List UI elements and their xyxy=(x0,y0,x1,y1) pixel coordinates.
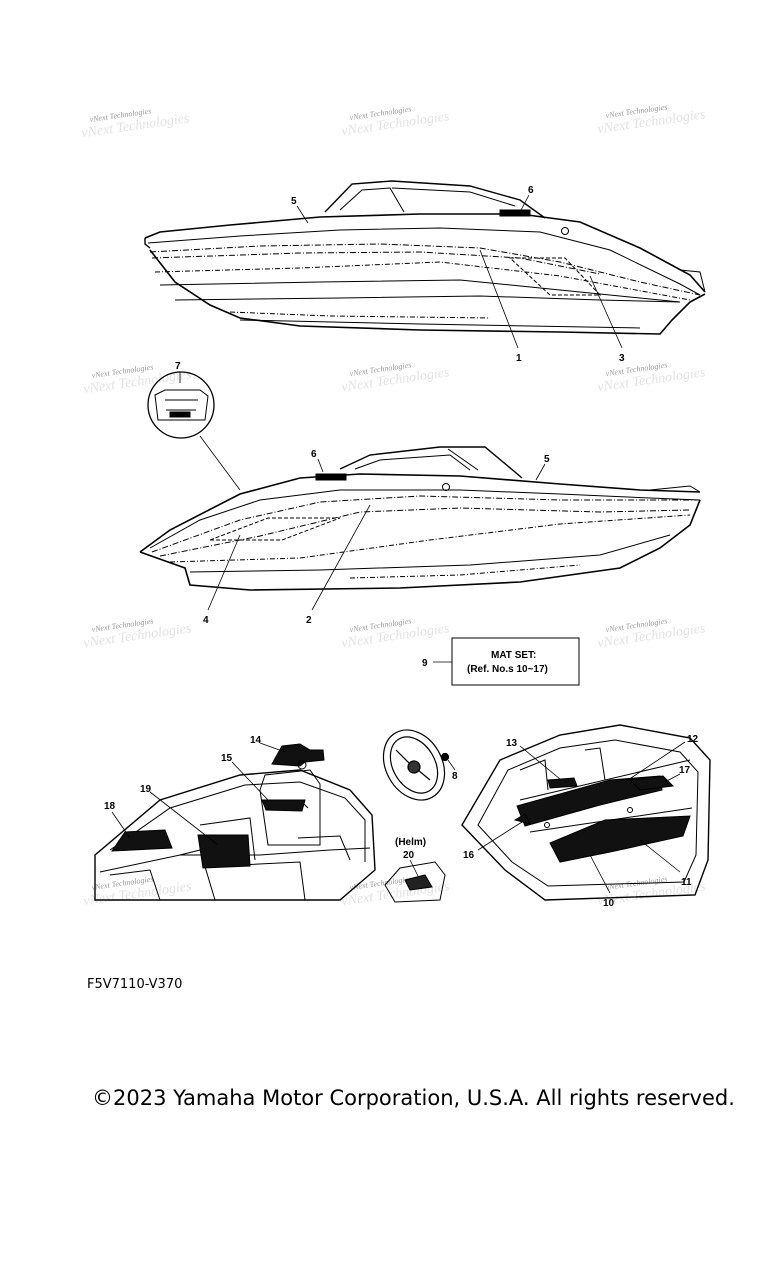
callout-13: 13 xyxy=(506,738,518,749)
callout-7: 7 xyxy=(175,361,181,372)
callout-4: 4 xyxy=(203,615,209,626)
boat-port-view xyxy=(139,446,701,591)
callout-6b: 6 xyxy=(311,449,317,460)
callout-17: 17 xyxy=(679,765,691,776)
mat-set-ref: (Ref. No.s 10~17) xyxy=(467,664,548,675)
callout-5a: 5 xyxy=(291,196,297,207)
detail-inset-7 xyxy=(147,371,241,491)
mat-set-title: MAT SET: xyxy=(491,650,536,661)
copyright-notice: ©2023 Yamaha Motor Corporation, U.S.A. A… xyxy=(92,1086,735,1110)
callout-3: 3 xyxy=(619,353,625,364)
callout-10: 10 xyxy=(603,898,615,909)
callout-19: 19 xyxy=(140,784,152,795)
callout-1: 1 xyxy=(516,353,522,364)
callout-20: 20 xyxy=(403,850,415,861)
callout-2: 2 xyxy=(306,615,312,626)
callout-16: 16 xyxy=(463,850,475,861)
callout-9: 9 xyxy=(422,658,428,669)
boat-starboard-view xyxy=(144,180,706,335)
callout-18: 18 xyxy=(104,801,116,812)
helm-label: (Helm) xyxy=(395,837,426,848)
callout-14: 14 xyxy=(250,735,262,746)
callout-5b: 5 xyxy=(544,454,550,465)
steering-wheel xyxy=(382,729,456,801)
stern-interior xyxy=(461,724,711,901)
helm-detail xyxy=(384,859,446,903)
mat-set-box: MAT SET: (Ref. No.s 10~17) xyxy=(433,637,580,686)
callout-6a: 6 xyxy=(528,185,534,196)
callout-12: 12 xyxy=(687,734,699,745)
part-code: F5V7110-V370 xyxy=(87,977,183,992)
cockpit-interior xyxy=(94,743,376,901)
leader-lines-cockpit xyxy=(111,742,286,846)
callout-8: 8 xyxy=(452,771,458,782)
callout-11: 11 xyxy=(681,877,692,888)
leader-lines-stern xyxy=(477,741,686,894)
leader-lines-boat2 xyxy=(207,458,546,611)
callout-15: 15 xyxy=(221,753,233,764)
leader-lines-boat1 xyxy=(296,194,623,349)
